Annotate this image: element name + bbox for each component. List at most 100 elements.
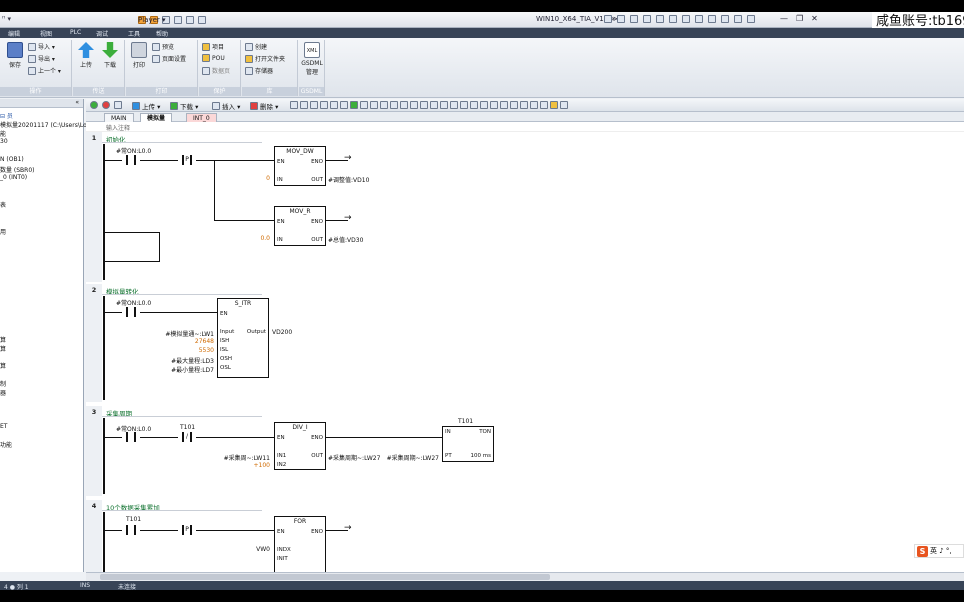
data-page-protect-button[interactable]: 数据页 (202, 66, 230, 75)
tree-item[interactable]: ET (0, 423, 8, 430)
project-protect-button[interactable]: 项目 (202, 42, 224, 51)
mov-dw-box[interactable]: MOV_DW EN ENO IN OUT (274, 146, 326, 186)
tool-icon[interactable] (350, 101, 358, 109)
input-value[interactable]: #采集周~:LW11 (223, 455, 270, 462)
export-button[interactable]: 导出 ▾ (28, 54, 55, 63)
scrollbar-thumb[interactable] (100, 574, 550, 580)
print-button[interactable]: 打印 (128, 42, 150, 69)
output-value[interactable]: #采集周期~:LW27 (328, 455, 381, 462)
input-value[interactable]: +100 (253, 462, 270, 469)
tool-icon[interactable] (310, 101, 318, 109)
output-value[interactable]: #调整值:VD10 (328, 177, 370, 184)
network-title[interactable]: 模拟量转化 (106, 288, 139, 296)
pou-comment[interactable]: 输入注释 (86, 123, 964, 132)
tool-icon[interactable] (320, 101, 328, 109)
input-value[interactable]: #最小量程:LD7 (171, 367, 214, 374)
tree-item[interactable]: 制 (0, 381, 7, 388)
tool-icon[interactable] (430, 101, 438, 109)
pou-protect-button[interactable]: POU (202, 54, 225, 62)
upload-button[interactable]: 上传 (75, 42, 97, 69)
restore-button[interactable]: ❐ (796, 14, 804, 23)
tree-item[interactable]: 表 (0, 202, 7, 209)
tool-icon[interactable] (330, 101, 338, 109)
device-icon[interactable] (695, 15, 703, 23)
page-setup-button[interactable]: 页面设置 (152, 54, 186, 63)
tree-item[interactable]: ⊟ 员 (0, 113, 13, 120)
mov-r-box[interactable]: MOV_R EN ENO IN OUT (274, 206, 326, 246)
quick-access-toolbar[interactable]: ᴴ ▾ (2, 15, 12, 23)
nc-contact[interactable]: / (178, 432, 196, 442)
tree-item[interactable]: 功能 (0, 442, 13, 449)
tree-collapse-button[interactable]: « (0, 99, 83, 108)
ton-timer-box[interactable]: IN TON PT 100 ms (442, 426, 494, 462)
tree-item[interactable]: 数量 (SBR0) (0, 167, 35, 174)
menu-view[interactable]: 视图 (40, 31, 53, 38)
device-icon[interactable] (708, 15, 716, 23)
tool-icon[interactable] (490, 101, 498, 109)
minimize-button[interactable]: — (780, 14, 788, 23)
input-value[interactable]: #模拟量通~:LW1 (165, 331, 214, 338)
tool-icon[interactable] (440, 101, 448, 109)
div-i-box[interactable]: DIV_I EN ENO IN1 IN2 OUT (274, 422, 326, 470)
tree-item[interactable]: 算 (0, 346, 7, 353)
tree-item[interactable]: _0 (INT0) (0, 174, 28, 181)
menu-plc[interactable]: PLC (70, 29, 82, 36)
input-value[interactable]: #最大量程:LD3 (171, 358, 214, 365)
fullscreen-icon[interactable] (186, 15, 194, 24)
tool-icon[interactable] (420, 101, 428, 109)
create-library-button[interactable]: 创建 (245, 42, 267, 51)
device-icon[interactable] (682, 15, 690, 23)
device-icon[interactable] (734, 15, 742, 23)
tool-icon[interactable] (300, 101, 308, 109)
device-icon[interactable] (721, 15, 729, 23)
horizontal-scrollbar[interactable] (86, 572, 964, 581)
network-title[interactable]: 采集周期 (106, 410, 132, 418)
send-keys-icon[interactable] (162, 15, 170, 24)
tab-main[interactable]: MAIN (104, 113, 134, 122)
tree-item[interactable]: 用 (0, 229, 7, 236)
tree-item[interactable]: 算 (0, 363, 7, 370)
network-title[interactable]: 10个数据采集累加 (106, 504, 160, 512)
preview-button[interactable]: 预览 (152, 42, 174, 51)
tool-icon[interactable] (540, 101, 548, 109)
run-icon[interactable] (90, 101, 98, 109)
menu-tools[interactable]: 工具 (128, 31, 141, 38)
menu-edit[interactable]: 编辑 (8, 31, 21, 38)
tool-icon[interactable] (410, 101, 418, 109)
tool-icon[interactable] (560, 101, 568, 109)
tool-icon[interactable] (470, 101, 478, 109)
tool-icon[interactable] (520, 101, 528, 109)
previous-button[interactable]: 上一个 ▾ (28, 66, 61, 75)
empty-rung-box[interactable] (104, 232, 160, 262)
tab-analog[interactable]: 模拟量 (140, 113, 173, 122)
device-icon[interactable] (617, 15, 625, 23)
open-folder-button[interactable]: 打开文件夹 (245, 54, 285, 63)
input-value[interactable]: VW0 (256, 546, 270, 553)
editor-upload-button[interactable]: 上传 ▾ (132, 101, 160, 111)
stop-icon[interactable] (102, 101, 110, 109)
tool-icon[interactable] (480, 101, 488, 109)
pt-value[interactable]: #采集周期~:LW27 (386, 455, 439, 462)
menu-help[interactable]: 帮助 (156, 31, 169, 38)
positive-edge-contact[interactable]: P (178, 155, 196, 165)
tool-icon[interactable] (550, 101, 558, 109)
device-icon[interactable] (643, 15, 651, 23)
positive-edge-contact[interactable]: P (178, 525, 196, 535)
no-contact[interactable] (122, 525, 140, 535)
no-contact[interactable] (122, 155, 140, 165)
output-value[interactable]: VD200 (272, 329, 293, 336)
device-icon[interactable] (630, 15, 638, 23)
import-button[interactable]: 导入 ▾ (28, 42, 55, 51)
device-icon[interactable] (604, 15, 612, 23)
for-loop-box[interactable]: FOR EN ENO INDX INIT (274, 516, 326, 572)
device-icon[interactable] (747, 15, 755, 23)
s-itr-box[interactable]: S_ITR EN Input ISH ISL OSH OSL Output (217, 298, 269, 378)
editor-download-button[interactable]: 下载 ▾ (170, 101, 198, 111)
compile-icon[interactable] (114, 101, 122, 109)
fit-window-icon[interactable] (174, 15, 182, 24)
player-menu[interactable]: Player ▾ (138, 15, 166, 24)
tree-item[interactable]: 模拟量20201117 (C:\Users\Lou (0, 122, 91, 129)
memory-button[interactable]: 存储器 (245, 66, 273, 75)
input-value[interactable]: 0 (266, 175, 270, 182)
gsdml-button[interactable]: XML GSDML 管理 (301, 42, 323, 76)
